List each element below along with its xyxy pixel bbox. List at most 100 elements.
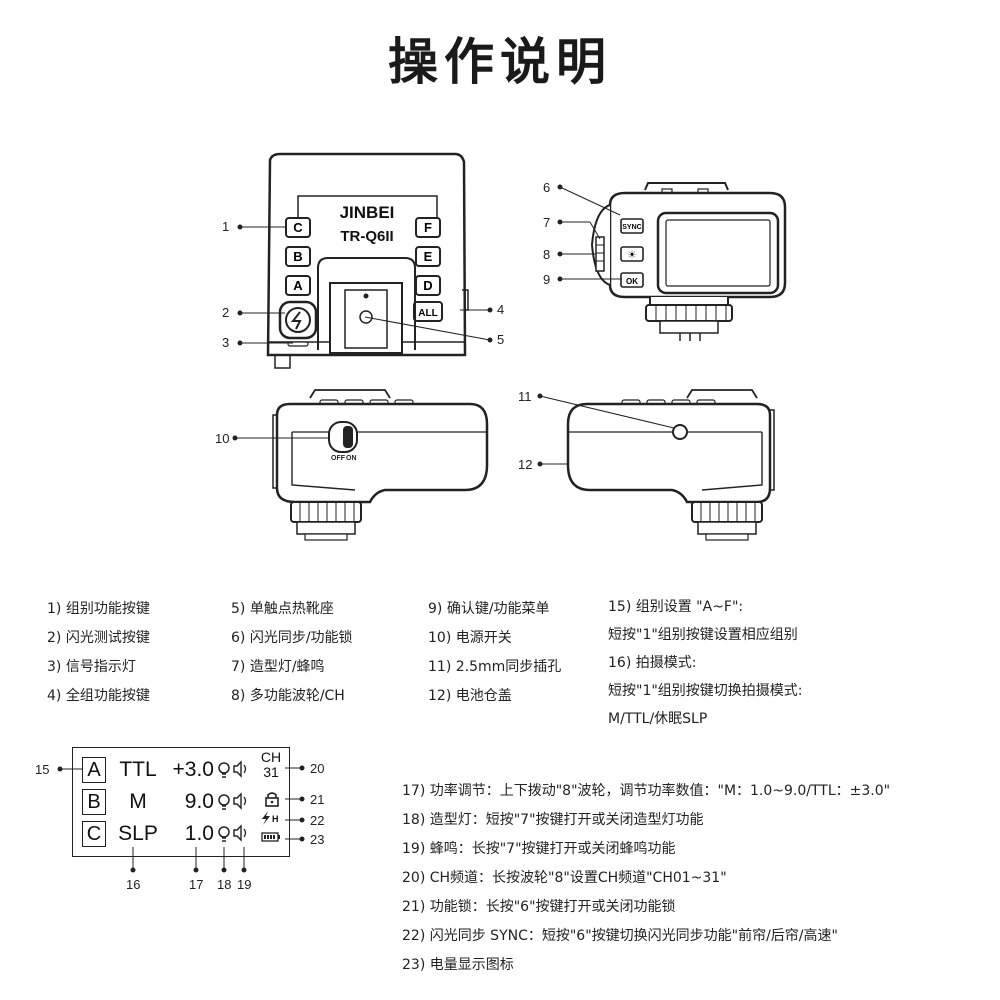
callout-20: 20 bbox=[310, 761, 325, 776]
callout-22: 22 bbox=[310, 813, 325, 828]
lcd-row-icons bbox=[218, 760, 247, 842]
lcd-group-b: B bbox=[82, 789, 106, 815]
callout-18: 18 bbox=[217, 877, 232, 892]
legend-item: 15) 组别设置 "A~F": bbox=[608, 599, 744, 615]
lcd-mode: SLP bbox=[118, 822, 158, 845]
callout-15: 15 bbox=[35, 762, 50, 777]
left-side-view-diagram: OFF ON bbox=[232, 389, 489, 541]
legend-item: 16) 拍摄模式: bbox=[608, 655, 697, 671]
callout-17: 17 bbox=[189, 877, 204, 892]
legend-item: 18) 造型灯：短按"7"按键打开或关闭造型灯功能 bbox=[402, 812, 704, 828]
group-button-a[interactable]: A bbox=[285, 275, 311, 296]
group-button-f[interactable]: F bbox=[415, 217, 441, 238]
lcd-callout-lines bbox=[57, 765, 305, 873]
callout-5: 5 bbox=[497, 332, 505, 347]
callout-16: 16 bbox=[126, 877, 141, 892]
callout-6: 6 bbox=[543, 180, 551, 195]
legend-item: 2) 闪光测试按键 bbox=[47, 630, 150, 646]
svg-text:SYNC: SYNC bbox=[622, 224, 641, 231]
callout-23: 23 bbox=[310, 832, 325, 847]
high-speed-sync-icon bbox=[262, 811, 270, 825]
legend-item: 5) 单触点热靴座 bbox=[231, 601, 334, 617]
model-label: TR-Q6II bbox=[340, 228, 393, 245]
callout-12: 12 bbox=[518, 457, 533, 472]
modeling-light-icon bbox=[218, 826, 230, 842]
callout-4: 4 bbox=[497, 302, 505, 317]
svg-text:☀: ☀ bbox=[628, 250, 637, 261]
legend-column-3: 9) 确认键/功能菜单 10) 电源开关 11) 2.5mm同步插孔 12) 电… bbox=[428, 598, 561, 714]
legend-item: 19) 蜂鸣：长按"7"按键打开或关闭蜂鸣功能 bbox=[402, 841, 676, 857]
group-button-b[interactable]: B bbox=[285, 246, 311, 267]
svg-text:ALL: ALL bbox=[418, 308, 437, 319]
legend-item: 4) 全组功能按键 bbox=[47, 688, 150, 704]
callout-19: 19 bbox=[237, 877, 252, 892]
legend-item: 23) 电量显示图标 bbox=[402, 957, 514, 973]
lcd-group-c: C bbox=[82, 821, 106, 847]
svg-text:C: C bbox=[293, 220, 303, 235]
modeling-light-button[interactable]: ☀ bbox=[620, 246, 644, 262]
legend-column-4: 15) 组别设置 "A~F": 短按"1"组别按键设置相应组别 16) 拍摄模式… bbox=[608, 596, 803, 736]
legend-item: 21) 功能锁：长按"6"按键打开或关闭功能锁 bbox=[402, 899, 676, 915]
legend-item: 8) 多功能波轮/CH bbox=[231, 688, 345, 704]
legend-item: 9) 确认键/功能菜单 bbox=[428, 601, 550, 617]
lock-icon bbox=[265, 792, 279, 807]
modeling-light-icon bbox=[218, 794, 230, 810]
sync-port[interactable] bbox=[672, 424, 688, 440]
legend-item: 12) 电池仓盖 bbox=[428, 688, 512, 704]
lcd-power-value: 1.0 bbox=[184, 822, 214, 845]
legend-item: 短按"1"组别按键设置相应组别 bbox=[608, 627, 798, 643]
lcd-ch-label: CH bbox=[260, 749, 282, 765]
svg-text:D: D bbox=[423, 278, 432, 293]
flash-test-button[interactable] bbox=[278, 300, 318, 340]
hot-shoe-icon bbox=[329, 282, 403, 354]
switch-off-label: OFF bbox=[331, 455, 346, 462]
svg-text:F: F bbox=[424, 220, 432, 235]
all-button[interactable]: ALL bbox=[413, 301, 443, 322]
legend-item: 17) 功率调节：上下拨动"8"波轮，调节功率数值："M：1.0~9.0/TTL… bbox=[402, 783, 891, 799]
legend-item: M/TTL/休眠SLP bbox=[608, 711, 708, 727]
legend-item: 11) 2.5mm同步插孔 bbox=[428, 659, 562, 675]
callout-10: 10 bbox=[215, 431, 230, 446]
front-view-diagram: JINBEI TR-Q6II C B A F E D ALL bbox=[266, 152, 469, 369]
svg-text:A: A bbox=[293, 278, 303, 293]
lcd-mode: TTL bbox=[119, 758, 157, 781]
callout-9: 9 bbox=[543, 272, 551, 287]
speaker-icon bbox=[233, 792, 247, 810]
lcd-power-value: +3.0 bbox=[172, 758, 214, 781]
sync-button[interactable]: SYNC bbox=[620, 218, 644, 234]
group-button-e[interactable]: E bbox=[415, 246, 441, 267]
front-callout-lines bbox=[237, 224, 493, 346]
legend-item: 短按"1"组别按键切换拍摄模式: bbox=[608, 683, 803, 699]
group-button-c[interactable]: C bbox=[285, 217, 311, 238]
legend-column-1: 1) 组别功能按键 2) 闪光测试按键 3) 信号指示灯 4) 全组功能按键 bbox=[47, 598, 150, 714]
lcd-display-diagram bbox=[72, 747, 290, 857]
hss-label: H bbox=[272, 814, 279, 824]
battery-icon bbox=[261, 832, 280, 842]
svg-text:B: B bbox=[293, 249, 302, 264]
legend-item: 20) CH频道：长按波轮"8"设置CH频道"CH01~31" bbox=[402, 870, 727, 886]
callout-21: 21 bbox=[310, 792, 325, 807]
lcd-group-a: A bbox=[82, 757, 106, 783]
legend-item: 6) 闪光同步/功能锁 bbox=[231, 630, 353, 646]
svg-text:OK: OK bbox=[626, 277, 638, 286]
callout-1: 1 bbox=[222, 219, 230, 234]
legend-item: 1) 组别功能按键 bbox=[47, 601, 150, 617]
legend-item: 22) 闪光同步 SYNC：短按"6"按键切换闪光同步功能"前帘/后帘/高速" bbox=[402, 928, 838, 944]
legend-column-2: 5) 单触点热靴座 6) 闪光同步/功能锁 7) 造型灯/蜂鸣 8) 多功能波轮… bbox=[231, 598, 353, 714]
callout-11: 11 bbox=[518, 389, 532, 404]
lcd-ch-value: 31 bbox=[263, 764, 279, 780]
switch-on-label: ON bbox=[346, 455, 357, 462]
callout-3: 3 bbox=[222, 335, 230, 350]
legend-item: 3) 信号指示灯 bbox=[47, 659, 136, 675]
legend-item: 7) 造型灯/蜂鸣 bbox=[231, 659, 325, 675]
page-title: 操作说明 bbox=[388, 33, 612, 91]
svg-text:E: E bbox=[424, 249, 433, 264]
legend-bottom: 17) 功率调节：上下拨动"8"波轮，调节功率数值："M：1.0~9.0/TTL… bbox=[402, 780, 890, 983]
multi-function-wheel[interactable] bbox=[595, 236, 605, 272]
callout-7: 7 bbox=[543, 215, 551, 230]
device-body-left bbox=[275, 402, 489, 504]
lcd-power-value: 9.0 bbox=[184, 790, 214, 813]
power-switch[interactable] bbox=[328, 421, 358, 453]
modeling-light-icon bbox=[218, 762, 230, 778]
ok-button[interactable]: OK bbox=[620, 272, 644, 288]
